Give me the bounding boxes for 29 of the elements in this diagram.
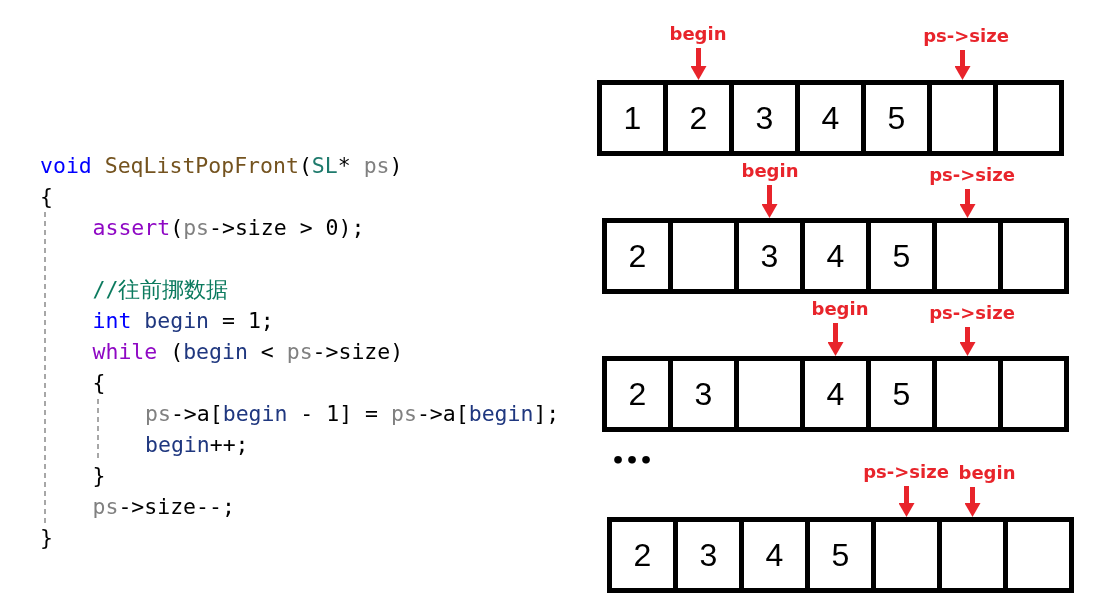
pointer-arrow: [964, 487, 981, 517]
pointer-arrow: [959, 327, 976, 356]
pointer-arrow: [954, 50, 971, 80]
code-line: begin++;: [145, 431, 249, 459]
code-line: }: [40, 524, 53, 552]
code-line: void SeqListPopFront(SL* ps): [40, 152, 403, 180]
code-line: //往前挪数据: [92, 276, 229, 304]
code-line: int begin = 1;: [92, 307, 274, 335]
pointer-label: begin: [741, 160, 799, 182]
pointer-label: ps->size: [929, 302, 1015, 324]
pointer-label: ps->size: [863, 461, 949, 483]
code-line: ps->a[begin - 1] = ps->a[begin];: [145, 400, 560, 428]
pointer-arrow: [827, 323, 844, 356]
pointer-label: begin: [958, 462, 1016, 484]
code-line: while (begin < ps->size): [92, 338, 404, 366]
pointer-arrow: [898, 486, 915, 517]
code-line: }: [92, 462, 106, 490]
pointer-label: ps->size: [923, 25, 1009, 47]
code-line: ps->size--;: [92, 493, 235, 521]
pointer-arrow: [959, 189, 976, 218]
pointer-label: ps->size: [929, 164, 1015, 186]
code-line: {: [92, 369, 106, 397]
ellipsis: •••: [611, 449, 654, 473]
code-line: assert(ps->size > 0);: [92, 214, 365, 242]
pointer-label: begin: [669, 23, 727, 45]
code-line: {: [40, 183, 53, 211]
pointer-arrow: [761, 185, 778, 218]
pointer-label: begin: [811, 298, 869, 320]
pointer-arrow: [690, 48, 707, 80]
